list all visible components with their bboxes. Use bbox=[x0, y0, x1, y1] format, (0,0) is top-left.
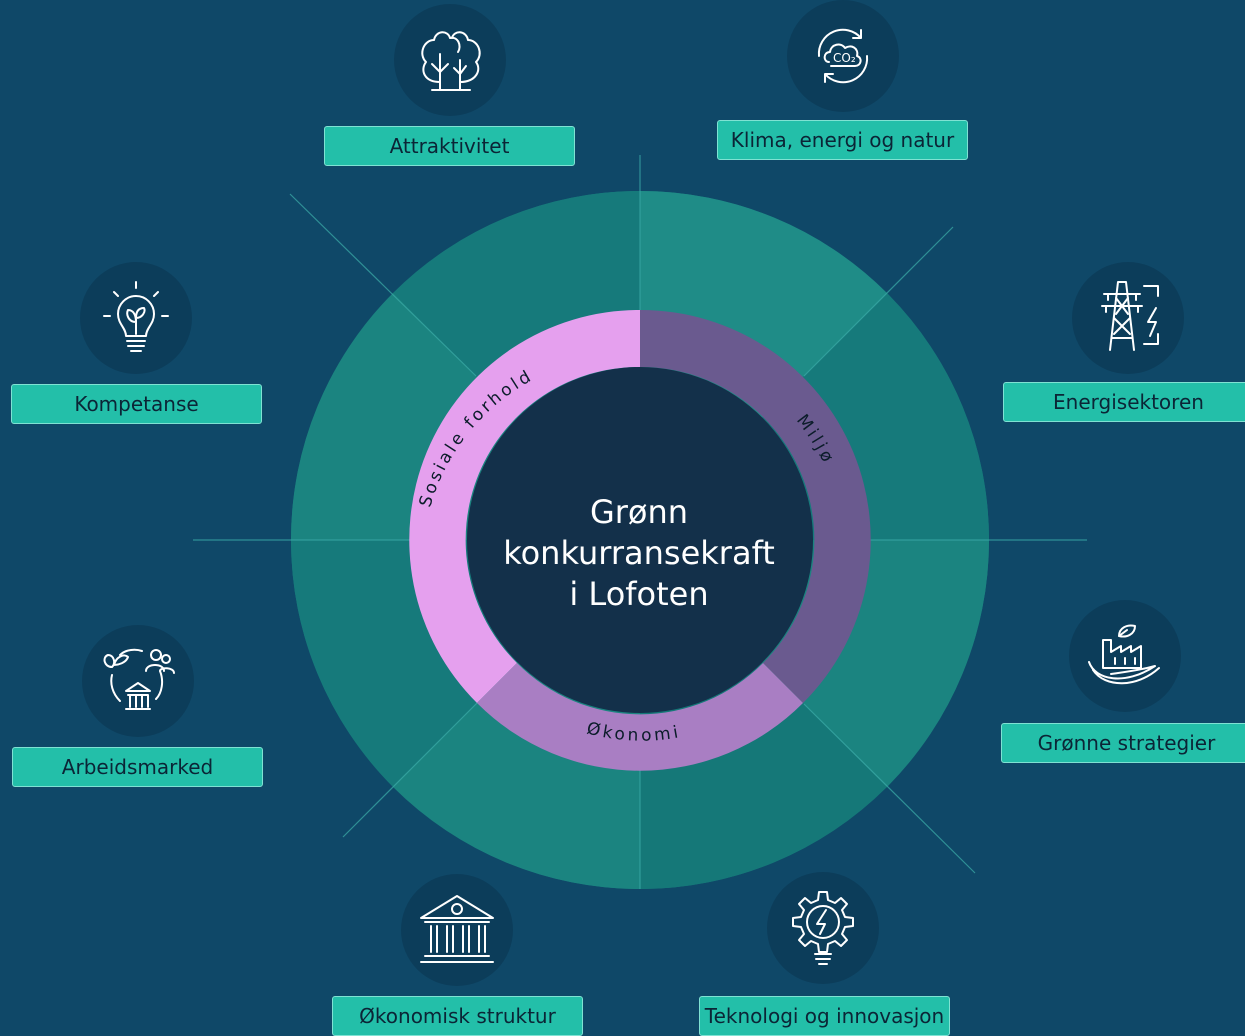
center-title-line2: konkurransekraft bbox=[503, 534, 775, 572]
label-attraktivitet: Attraktivitet bbox=[324, 126, 575, 166]
center-title-line3: i Lofoten bbox=[569, 575, 709, 613]
lightbulb-icon bbox=[80, 262, 192, 374]
power-tower-icon bbox=[1072, 262, 1184, 374]
divider-lines bbox=[193, 155, 1087, 889]
co2-cycle-icon: CO₂ bbox=[787, 0, 899, 112]
ring-sector-social bbox=[409, 309, 640, 703]
label-energisektoren: Energisektoren bbox=[1003, 382, 1245, 422]
ring-sector-economy bbox=[477, 663, 803, 771]
bank-building-icon bbox=[401, 874, 513, 986]
trees-icon bbox=[394, 4, 506, 116]
label-arbeidsmarked: Arbeidsmarked bbox=[12, 747, 263, 787]
label-klima: Klima, energi og natur bbox=[717, 120, 968, 160]
center-circle bbox=[467, 367, 813, 713]
label-okonomisk-struktur: Økonomisk struktur bbox=[332, 996, 583, 1036]
label-gronne-strategier: Grønne strategier bbox=[1001, 723, 1245, 763]
center-title: Grønn konkurransekraft i Lofoten bbox=[479, 492, 799, 615]
green-factory-icon bbox=[1069, 600, 1181, 712]
svg-text:CO₂: CO₂ bbox=[833, 51, 856, 65]
work-cycle-icon bbox=[82, 625, 194, 737]
label-teknologi: Teknologi og innovasjon bbox=[699, 996, 950, 1036]
center-title-line1: Grønn bbox=[589, 493, 689, 531]
gear-lightbulb-icon bbox=[767, 872, 879, 984]
ring-sector-environment bbox=[640, 309, 871, 703]
label-kompetanse: Kompetanse bbox=[11, 384, 262, 424]
